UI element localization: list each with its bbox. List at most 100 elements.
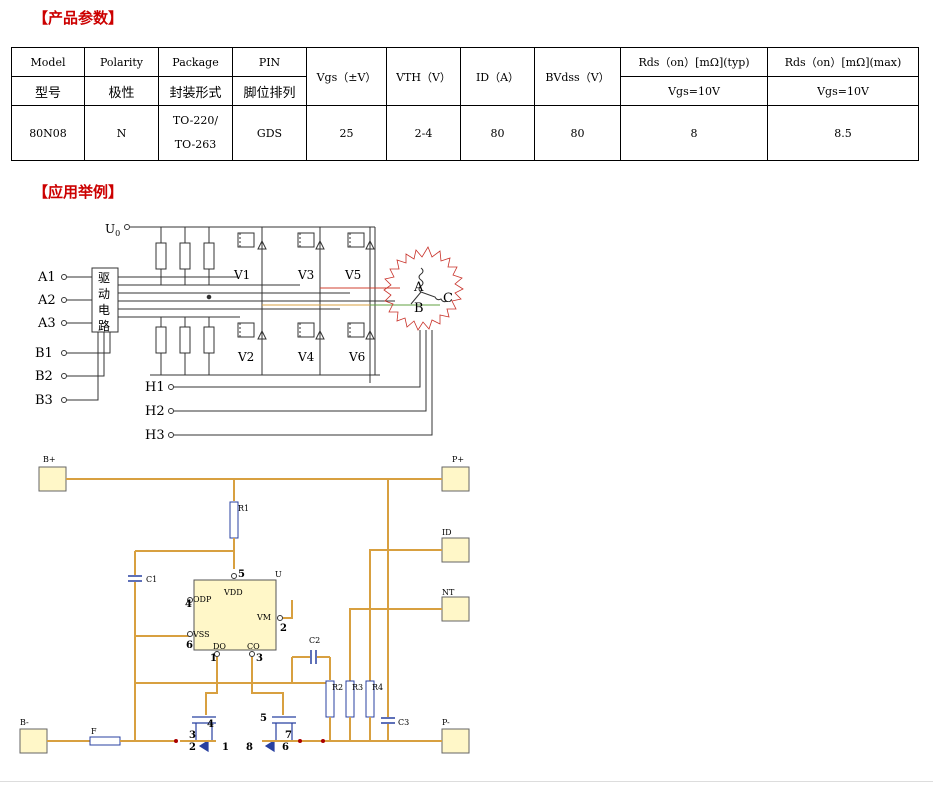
header-model: Model xyxy=(11,47,85,77)
footer-divider xyxy=(0,781,933,782)
motor-drive-diagram: U0 xyxy=(61,222,464,438)
pad-b-plus xyxy=(38,466,67,492)
cell-polarity: N xyxy=(84,105,159,161)
header-rds-typ: Rds（on）[mΩ](typ) xyxy=(620,47,768,77)
label-r2: R2 xyxy=(332,683,343,692)
switch-v5 xyxy=(347,227,375,305)
pin-num-vss: 6 xyxy=(186,640,193,651)
phase-a-label: A xyxy=(413,280,424,295)
resistor-top-3 xyxy=(203,227,215,285)
pin-num-q2-6: 6 xyxy=(282,742,289,753)
switch-v4 xyxy=(297,305,325,375)
label-r3: R3 xyxy=(352,683,363,692)
header-rds-max-cond: Vgs=10V xyxy=(767,76,919,106)
resistor-bottom-2 xyxy=(179,317,191,375)
phase-c-label: C xyxy=(443,291,453,306)
pad-label-b-minus: B- xyxy=(20,718,29,727)
motor-stator-icon xyxy=(383,246,464,331)
capacitor-c1 xyxy=(128,575,142,582)
application-example-title: 【应用举例】 xyxy=(33,183,124,201)
ic-pin-do: DO xyxy=(213,642,226,651)
ic-pin-co: CO xyxy=(247,642,260,651)
resistor-top-1 xyxy=(155,227,167,285)
driver-label-2: 动 xyxy=(98,287,110,301)
header-package: Package xyxy=(158,47,233,77)
driver-label-3: 电 xyxy=(98,303,110,317)
phase-b-label: B xyxy=(414,301,424,316)
header-vgs: Vgs（±V） xyxy=(306,47,387,106)
label-v1: V1 xyxy=(233,268,250,282)
pad-nt xyxy=(441,596,470,622)
header-rds-typ-cond: Vgs=10V xyxy=(620,76,768,106)
label-f: F xyxy=(91,727,97,736)
switch-v1 xyxy=(237,227,267,305)
pin-num-q1-2: 2 xyxy=(189,742,196,753)
pin-numbers: 5 2 4 6 1 3 4 3 2 1 8 5 7 6 xyxy=(185,569,292,753)
hall-h1-label: H1 xyxy=(145,380,165,395)
header-bvdss: BVdss（V） xyxy=(534,47,621,106)
application-circuits: U0 xyxy=(19,222,470,754)
pin-num-q2-5: 5 xyxy=(260,713,267,724)
cell-bvdss: 80 xyxy=(534,105,621,161)
cell-id: 80 xyxy=(460,105,535,161)
product-params-title: 【产品参数】 xyxy=(33,9,124,27)
table-header-row: Model Polarity Package PIN Vgs（±V） VTH（V… xyxy=(11,47,919,106)
pin-num-co: 3 xyxy=(256,653,263,664)
pin-num-q1-4: 4 xyxy=(207,719,214,730)
pad-label-id: ID xyxy=(442,528,452,537)
pad-id xyxy=(441,537,470,563)
pin-num-odp: 4 xyxy=(185,599,192,610)
label-c3: C3 xyxy=(398,718,409,727)
resistor-bottom-1 xyxy=(155,317,167,375)
pin-num-vm: 2 xyxy=(280,623,287,634)
label-v4: V4 xyxy=(297,350,315,364)
hall-h3-label: H3 xyxy=(145,428,165,443)
cell-model: 80N08 xyxy=(11,105,85,161)
input-a3-label: A3 xyxy=(37,316,56,331)
mosfet-q2 xyxy=(262,716,300,753)
cell-pin: GDS xyxy=(232,105,307,161)
cell-rds-max: 8.5 xyxy=(767,105,919,161)
header-package-zh: 封装形式 xyxy=(158,76,233,106)
input-b2-label: B2 xyxy=(35,369,53,384)
ic-pin-vss: VSS xyxy=(192,630,210,639)
resistor-bottom-3 xyxy=(203,317,215,375)
cell-vgs: 25 xyxy=(306,105,387,161)
pad-p-minus xyxy=(441,728,470,754)
label-r1: R1 xyxy=(238,504,249,513)
table-header-row-zh: 型号 极性 封装形式 脚位排列 Vgs=10V Vgs=10V xyxy=(11,76,919,106)
switch-v3 xyxy=(297,227,325,305)
table-row: 80N08 N TO-220/ TO-263 GDS 25 2-4 80 80 … xyxy=(11,105,919,161)
label-v5: V5 xyxy=(344,268,361,282)
cell-package-line2: TO-263 xyxy=(174,138,217,151)
input-a1-label: A1 xyxy=(37,270,56,285)
header-pin: PIN xyxy=(232,47,307,77)
supply-label: U0 xyxy=(105,222,120,238)
params-table: Model Polarity Package PIN Vgs（±V） VTH（V… xyxy=(11,47,919,161)
switch-v2 xyxy=(237,305,267,375)
header-model-zh: 型号 xyxy=(11,76,85,106)
driver-label-1: 驱 xyxy=(98,271,110,285)
resistor-r1 xyxy=(229,501,239,539)
label-v6: V6 xyxy=(348,350,365,364)
resistor-top-2 xyxy=(179,227,191,285)
pad-label-nt: NT xyxy=(442,588,455,597)
header-polarity: Polarity xyxy=(84,47,159,77)
ic-pin-odp: ODP xyxy=(193,595,212,604)
input-b3-label: B3 xyxy=(35,393,53,408)
label-c1: C1 xyxy=(146,575,157,584)
switch-v6 xyxy=(347,305,375,375)
capacitor-c2 xyxy=(310,650,317,664)
header-polarity-zh: 极性 xyxy=(84,76,159,106)
label-v3: V3 xyxy=(297,268,314,282)
header-pin-zh: 脚位排列 xyxy=(232,76,307,106)
cell-package: TO-220/ TO-263 xyxy=(158,105,233,161)
input-b1-label: B1 xyxy=(35,346,53,361)
label-v2: V2 xyxy=(237,350,254,364)
pin-num-q1-1: 1 xyxy=(222,742,229,753)
label-c2: C2 xyxy=(309,636,320,645)
capacitor-c3 xyxy=(381,717,395,724)
pin-num-q2-7: 7 xyxy=(285,730,292,741)
mosfet-q1 xyxy=(180,716,216,753)
pin-num-q2-8: 8 xyxy=(246,742,253,753)
